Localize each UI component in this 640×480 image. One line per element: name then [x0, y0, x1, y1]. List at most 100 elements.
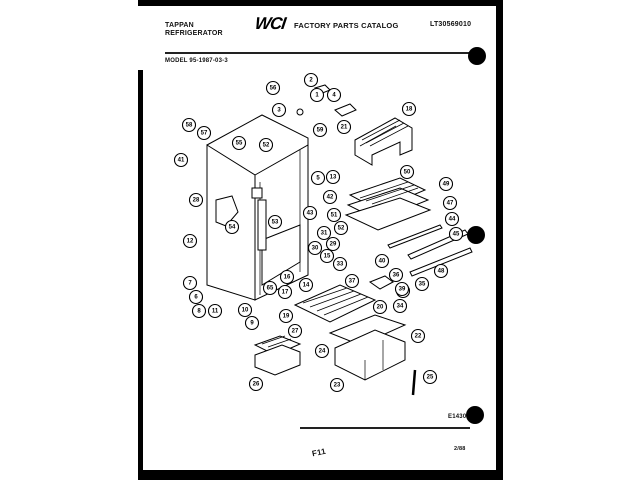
freezer-shelf [354, 117, 413, 166]
callout-circle [258, 137, 274, 153]
callout-number: 16 [284, 275, 291, 281]
callout-number: 58 [186, 123, 193, 129]
callout-35: 35 [414, 276, 430, 292]
callout-circle [316, 225, 332, 241]
callout-number: 11 [212, 309, 219, 315]
callout-number: 57 [201, 131, 208, 137]
callout-number: 51 [331, 213, 338, 219]
callout-number: 7 [188, 281, 192, 287]
callout-65: 65 [262, 280, 278, 296]
crisper-drawers [328, 314, 407, 381]
callout-30: 30 [307, 240, 323, 256]
callout-15: 15 [319, 248, 335, 264]
callout-circle [302, 205, 318, 221]
callout-number: 59 [317, 128, 324, 134]
callout-circle [326, 87, 342, 103]
callout-number: 45 [453, 232, 460, 238]
callout-circle [319, 248, 335, 264]
scan-border-right [496, 0, 503, 480]
callout-number: 48 [438, 269, 445, 275]
callout-circle [207, 303, 223, 319]
callout-number: 27 [292, 329, 299, 335]
callout-circle [438, 176, 454, 192]
callout-number: 25 [427, 375, 434, 381]
callout-5: 5 [310, 170, 326, 186]
wire-shelf [293, 284, 377, 323]
callout-number: 17 [282, 290, 289, 296]
callout-number: 36 [393, 273, 400, 279]
callout-51: 51 [326, 207, 342, 223]
callout-44: 44 [444, 211, 460, 227]
callout-number: 56 [270, 86, 277, 92]
callout-54: 54 [224, 219, 240, 235]
callout-27: 27 [287, 323, 303, 339]
callout-circle [326, 207, 342, 223]
callout-circle [325, 236, 341, 252]
callout-14: 14 [298, 277, 314, 293]
callout-circle [196, 125, 212, 141]
callout-40: 40 [374, 253, 390, 269]
callout-number: 22 [415, 334, 422, 340]
callout-58: 58 [181, 117, 197, 133]
callout-number: 20 [377, 305, 384, 311]
callout-16: 16 [279, 269, 295, 285]
callout-circle [182, 275, 198, 291]
callout-circle [278, 308, 294, 324]
callout-number: 47 [447, 201, 454, 207]
callout-circle [277, 284, 293, 300]
callout-26: 26 [248, 376, 264, 392]
callout-24: 24 [314, 343, 330, 359]
callout-50: 50 [399, 164, 415, 180]
callout-circle [279, 269, 295, 285]
callout-circle [312, 122, 328, 138]
callout-53: 53 [267, 214, 283, 230]
callout-number: 55 [236, 141, 243, 147]
callout-number: 28 [193, 198, 200, 204]
callout-circle [181, 117, 197, 133]
callout-circle [244, 315, 260, 331]
callout-3: 3 [271, 102, 287, 118]
scan-border-top [138, 0, 500, 6]
callout-10: 10 [237, 302, 253, 318]
callout-36: 36 [388, 267, 404, 283]
callout-42: 42 [322, 189, 338, 205]
callout-13: 13 [325, 169, 341, 185]
callout-18: 18 [401, 101, 417, 117]
callout-circle [325, 169, 341, 185]
callout-29: 29 [325, 236, 341, 252]
callout-circle [248, 376, 264, 392]
callout-circle [231, 135, 247, 151]
callout-number: 54 [229, 225, 236, 231]
model-label: MODEL 95-1987-03-3 [165, 58, 228, 64]
callout-6: 6 [188, 289, 204, 305]
callout-number: 33 [337, 262, 344, 268]
callout-number: 30 [312, 246, 319, 252]
callout-circle [307, 240, 323, 256]
callout-19: 19 [278, 308, 294, 324]
callout-circle [314, 343, 330, 359]
figure-code: E1430 [448, 414, 467, 420]
callout-39: 39 [394, 281, 410, 297]
callout-number: 10 [242, 308, 249, 314]
footer-rule [300, 427, 470, 429]
callout-circle [310, 170, 326, 186]
callout-circle [433, 263, 449, 279]
callout-number: 65 [267, 286, 274, 292]
callout-circle [414, 276, 430, 292]
callout-9: 9 [244, 315, 260, 331]
callout-number: 8 [197, 309, 201, 315]
callout-circle [332, 256, 348, 272]
callout-37: 37 [344, 273, 360, 289]
callout-48: 48 [433, 263, 449, 279]
callout-circle [333, 220, 349, 236]
binder-hole-middle [467, 226, 485, 244]
callout-number: 29 [330, 242, 337, 248]
callout-number: 53 [272, 220, 279, 226]
callout-43: 43 [302, 205, 318, 221]
scan-border-bottom [138, 470, 500, 480]
callout-circle [422, 369, 438, 385]
callout-33: 33 [332, 256, 348, 272]
callout-number: 4 [332, 93, 336, 99]
callout-number: 21 [341, 125, 348, 131]
